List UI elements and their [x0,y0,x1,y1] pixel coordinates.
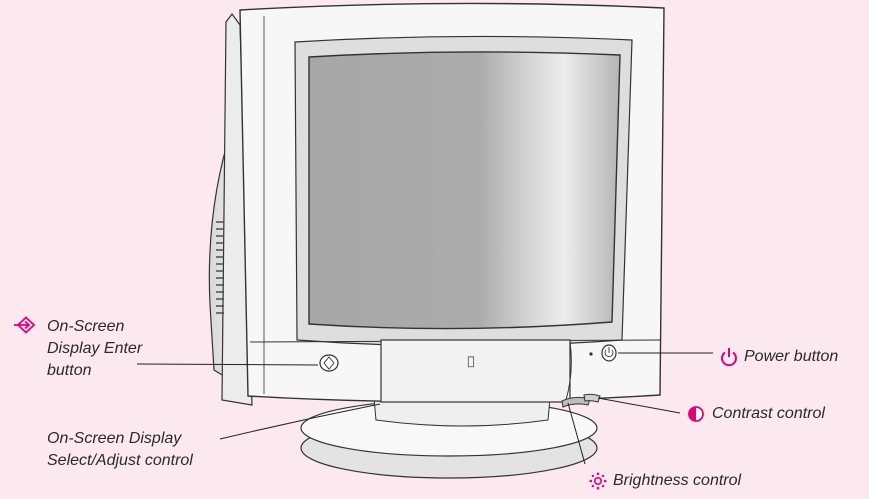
brightness-icon [589,472,607,490]
leader-osd-enter [136,363,319,366]
monitor-housing-side [208,12,253,406]
contrast-icon [688,406,704,422]
brightness-control-label: Brightness control [613,472,742,489]
apple-logo-icon:  [467,354,474,368]
osd-enter-label: On-Screen Display Enter button [47,316,142,382]
brightness-dial[interactable] [561,396,591,408]
power-indicator-light [589,352,593,356]
power-icon [721,348,737,367]
leader-brightness [567,402,586,465]
power-button-label: Power button [744,348,839,365]
vent-slots [216,221,224,314]
contrast-control-label: Contrast control [712,405,825,422]
front-control-panel:  [249,339,661,408]
leader-lines [136,352,713,465]
monitor-stand [300,397,598,479]
leader-osd-select [219,403,381,440]
osd-enter-label-line-2: Display Enter [47,340,143,357]
osd-enter-button[interactable] [319,354,339,372]
osd-select-label: On-Screen Display Select/Adjust control [47,428,193,472]
osd-select-label-line-1: On-Screen Display [47,430,182,447]
osd-enter-label-line-3: button [47,362,92,379]
osd-select-label-line-2: Select/Adjust control [47,452,193,469]
osd-enter-label-line-1: On-Screen [47,318,125,335]
leader-contrast [597,397,681,414]
osd-enter-icon [14,316,36,334]
display-screen [308,51,621,330]
contrast-dial[interactable] [583,393,601,403]
